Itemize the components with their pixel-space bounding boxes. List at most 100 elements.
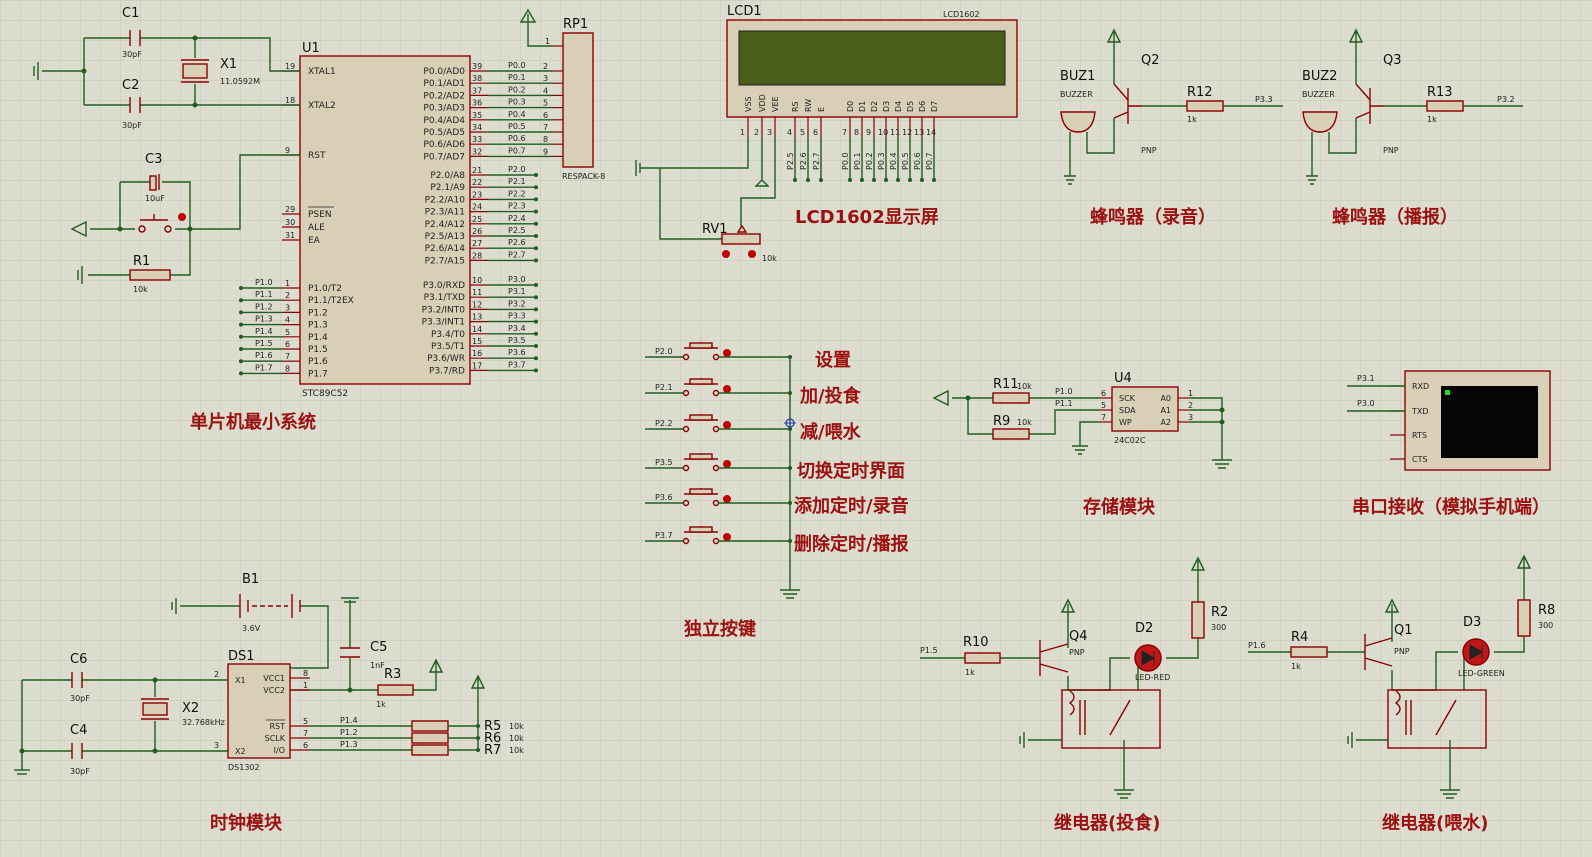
buzzer-play[interactable]: BUZ2 BUZZER Q3 PNP R13 1k P3.2 (1302, 28, 1523, 185)
d3-value: LED-GREEN (1458, 669, 1505, 678)
lcd-pin-num: 1 (740, 128, 745, 137)
relay-feed[interactable]: R10 1k P1.5 Q4 PNP D2 LED-RED R2 300 (920, 556, 1228, 799)
mcu-pin-num: 11 (472, 288, 482, 297)
net-label: P1.2 (255, 302, 273, 311)
ds-pin-num: 1 (303, 681, 308, 690)
mcu-pin-num: 7 (285, 352, 290, 361)
rp1-respack[interactable]: RP1 RESPACK-8 1 (519, 8, 605, 181)
net-label: P0.3 (508, 98, 526, 107)
net-label: P1.5 (255, 339, 273, 348)
mcu-pin-name: P0.4/AD4 (423, 116, 465, 126)
c5-value: 1nF (370, 661, 385, 670)
net-label: P3.1 (508, 287, 526, 296)
mcu-pin-name: P1.6 (308, 357, 328, 367)
lcd1602[interactable]: LCD1 LCD1602 VSS1VDD2VEE3RS4P2.5RW5P2.6E… (635, 4, 1018, 263)
relay-water-net: P1.6 (1248, 641, 1266, 650)
mcu-pin-num: 34 (472, 123, 482, 132)
mcu-pin-num: 21 (472, 166, 482, 175)
mcu-pin-num: 9 (285, 146, 290, 155)
lcd-pin-name: D5 (906, 101, 915, 112)
lcd-pin-num: 12 (902, 128, 912, 137)
key-function-label: 减/喂水 (800, 421, 862, 443)
r1-ref: R1 (133, 254, 150, 269)
eeprom-pin-num: 1 (1188, 389, 1193, 398)
eeprom-pin-name: SDA (1119, 406, 1136, 415)
net-label: P0.5 (508, 122, 526, 131)
lcd-pin-num: 3 (767, 128, 772, 137)
relay-water[interactable]: R4 1k P1.6 Q1 PNP D3 LED-GREEN R8 300 (1248, 554, 1555, 799)
c3-ref: C3 (145, 152, 162, 167)
mcu-pin-num: 35 (472, 111, 482, 120)
r2-value: 300 (1211, 623, 1226, 632)
mcu-pin-name: P1.7 (308, 369, 328, 379)
ds-pin-name: X2 (235, 747, 246, 756)
eeprom-pin-num: 2 (1188, 401, 1193, 410)
mcu-pin-num: 10 (472, 276, 482, 285)
mcu-pin-name: P1.5 (308, 345, 328, 355)
eeprom-pin-name: A2 (1160, 418, 1171, 427)
mcu-pin-name: P1.3 (308, 321, 328, 331)
section-relay-feed: 继电器(投食) (1054, 812, 1160, 834)
mcu-pin-num: 32 (472, 147, 482, 156)
lcd-pin-num: 8 (854, 128, 859, 137)
lcd-pin-num: 2 (754, 128, 759, 137)
ds-pin-num: 2 (214, 670, 219, 679)
mcu-pin-num: 13 (472, 313, 482, 322)
mcu-pin-name: P2.7/A15 (425, 256, 465, 266)
lcd-net-label: P0.7 (925, 152, 934, 170)
buzzer-record[interactable]: BUZ1 BUZZER Q2 PNP R12 1k P3.3 (1060, 28, 1283, 185)
lcd-pin-name: D2 (870, 101, 879, 112)
ds-pin-name: VCC2 (263, 686, 285, 695)
q2-ref: Q2 (1141, 53, 1160, 68)
ds-pin-num: 3 (214, 741, 219, 750)
eeprom-net-2: P1.1 (1055, 399, 1073, 408)
eeprom-pin-name: A0 (1160, 394, 1171, 403)
r4-ref: R4 (1291, 630, 1308, 645)
r3-value: 1k (376, 700, 386, 709)
r2-ref: R2 (1211, 605, 1228, 620)
ds-pin-name: I/O (274, 746, 285, 755)
r10-value: 1k (965, 668, 975, 677)
mcu-block[interactable]: U1 STC89C52 19XTAL118XTAL29RST29PSEN30AL… (239, 41, 563, 399)
net-label: P3.2 (508, 299, 526, 308)
x2-ref: X2 (182, 701, 199, 716)
ds1-part: DS1302 (228, 763, 260, 772)
b1-value: 3.6V (242, 624, 261, 633)
x1-value: 11.0592M (220, 77, 260, 86)
r10-ref: R10 (963, 635, 989, 650)
lcd-pin-name: D3 (882, 101, 891, 112)
mcu-pin-name: P0.3/AD3 (423, 104, 465, 114)
key-function-label: 切换定时界面 (797, 460, 905, 482)
clock-module[interactable]: B1 3.6V C5 1nF R3 1k DS1 DS1302 2X13X28V… (14, 572, 524, 776)
lcd-pin-num: 11 (890, 128, 900, 137)
net-label: P3.6 (508, 348, 526, 357)
crystal-circuit[interactable]: C1 30pF C2 30pF X1 11.0592M (33, 6, 300, 130)
section-storage: 存储模块 (1083, 496, 1156, 518)
ds-pin-num: 7 (303, 729, 308, 738)
key-net-label: P2.0 (655, 347, 673, 356)
relay-feed-net: P1.5 (920, 646, 938, 655)
mcu-pin-num: 5 (285, 328, 290, 337)
net-label: P1.0 (255, 278, 273, 287)
r1-value: 10k (133, 285, 148, 294)
d2-ref: D2 (1135, 621, 1153, 636)
lcd-pin-name: VSS (744, 96, 753, 112)
u4-ref: U4 (1114, 371, 1132, 386)
section-serial: 串口接收（模拟手机端） (1352, 496, 1550, 518)
rv1-value: 10k (762, 254, 777, 263)
reset-circuit[interactable]: C3 10uF R1 10k (70, 152, 300, 294)
d3-ref: D3 (1463, 615, 1481, 630)
mcu-pin-num: 27 (472, 239, 482, 248)
ds-net-label: P1.2 (340, 728, 358, 737)
pullup-value: 10k (509, 734, 524, 743)
net-label: P0.4 (508, 110, 526, 119)
